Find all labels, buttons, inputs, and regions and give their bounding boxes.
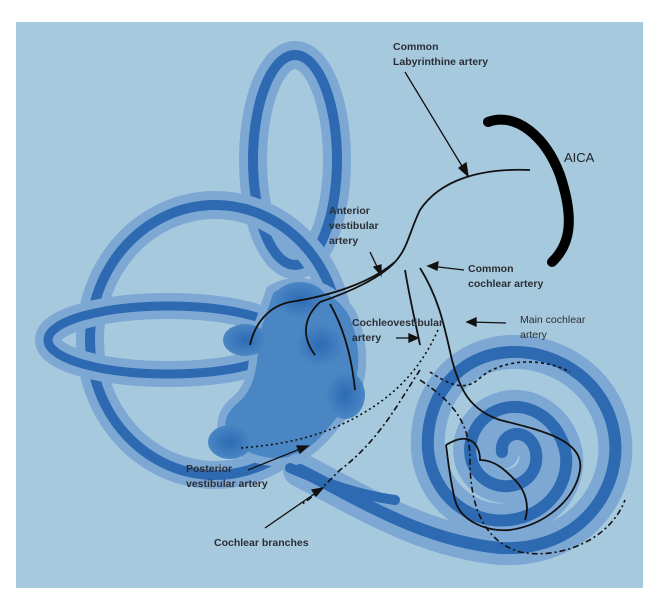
diagram-frame: Common Labyrinthine artery AICA Anterior… (16, 22, 643, 588)
label-posterior-vestibular-artery: Posterior vestibular artery (186, 462, 268, 492)
label-cochlear-branches: Cochlear branches (214, 536, 309, 551)
label-common-labyrinthine-artery: Common Labyrinthine artery (393, 40, 488, 70)
label-main-cochlear-artery: Main cochlear artery (520, 313, 585, 343)
label-common-cochlear-artery: Common cochlear artery (468, 262, 543, 292)
aica-vessel (488, 120, 569, 262)
label-anterior-vestibular-artery: Anterior vestibular artery (329, 204, 379, 249)
inner-ear-illustration (16, 22, 643, 588)
label-aica: AICA (564, 150, 594, 165)
label-cochleovestibular-artery: Cochleovestibular artery (352, 316, 443, 346)
